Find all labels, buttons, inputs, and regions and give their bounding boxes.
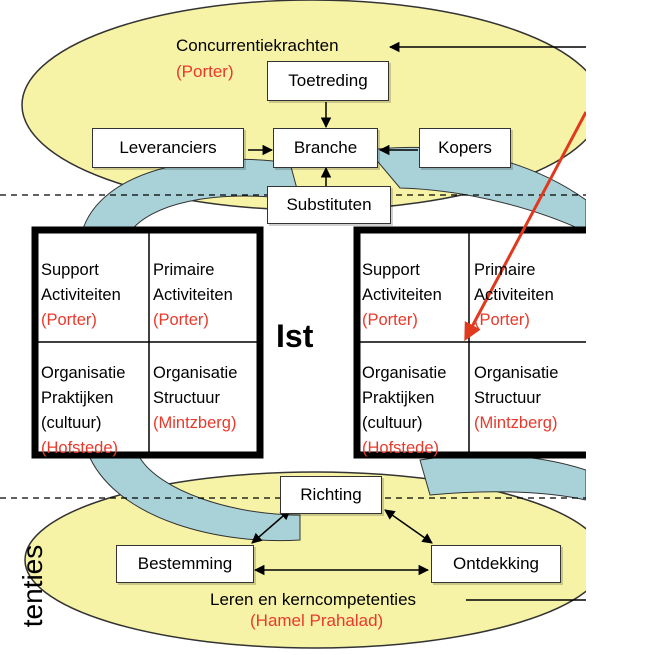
right-cell-structuur: Organisatie Structuur (Mintzberg): [474, 364, 559, 432]
box-branche: Branche: [273, 128, 378, 168]
left-cell-primaire: Primaire Activiteiten (Porter): [153, 261, 233, 329]
left-cell-praktijken: Organisatie Praktijken (cultuur) (Hofste…: [41, 364, 126, 457]
arrow-richting-bestemming: [251, 509, 291, 544]
arrow-richting-ontdekking: [384, 509, 433, 544]
top-author: (Porter): [176, 62, 234, 81]
left-cell-structuur: Organisatie Structuur (Mintzberg): [153, 364, 238, 432]
ist-label: Ist: [276, 318, 314, 354]
box-ontdekking: Ontdekking: [431, 545, 561, 583]
top-title: Concurrentiekrachten: [176, 36, 339, 55]
center-column: [262, 225, 354, 457]
right-cell-primaire: Primaire Activiteiten (Porter): [474, 261, 554, 329]
right-cell-support: Support Activiteiten (Porter): [362, 261, 442, 329]
box-bestemming: Bestemming: [116, 545, 254, 583]
cycle-arrow-bottom-left: [89, 457, 301, 542]
side-text: tenties: [17, 544, 48, 628]
right-cell-praktijken: Organisatie Praktijken (cultuur) (Hofste…: [362, 364, 447, 457]
box-richting: Richting: [280, 476, 382, 514]
left-cell-support: Support Activiteiten (Porter): [41, 261, 121, 329]
bottom-author: (Hamel Prahalad): [250, 611, 384, 630]
box-substituten: Substituten: [267, 186, 391, 224]
bottom-title: Leren en kerncompetenties: [210, 590, 417, 609]
box-leveranciers: Leveranciers: [92, 128, 244, 168]
red-arrow: [464, 111, 586, 342]
box-toetreding: Toetreding: [267, 61, 389, 101]
box-kopers: Kopers: [419, 128, 511, 168]
